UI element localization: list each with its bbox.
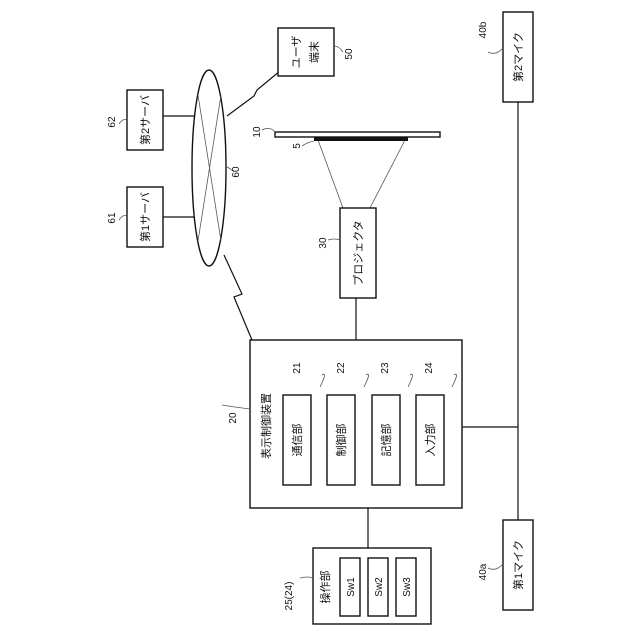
server1-label: 第1サーバ	[138, 192, 152, 242]
mic2-label: 第2マイク	[511, 32, 525, 82]
ref30-leader	[328, 239, 340, 240]
mic2-ref: 40b	[478, 21, 489, 38]
server2-label: 第2サーバ	[138, 95, 152, 145]
screen-ref: 10	[252, 126, 263, 138]
ref40b-leader	[488, 48, 503, 53]
sw3-label: Sw3	[402, 577, 413, 597]
user-terminal-label-line1: ユーザ	[290, 36, 303, 69]
projection-beam-right	[370, 140, 405, 208]
screen	[275, 132, 440, 137]
user-terminal-box	[278, 28, 334, 76]
ref10-leader	[262, 128, 275, 132]
ref5-leader	[302, 141, 314, 146]
projection-image	[314, 137, 408, 141]
ref20-leader	[222, 405, 250, 409]
control-unit-ref: 22	[336, 362, 347, 374]
ref40a-leader	[488, 564, 503, 569]
ref25-leader	[300, 577, 313, 578]
display-control-ref: 20	[228, 412, 239, 424]
ref50-leader	[334, 46, 343, 52]
mic1-ref: 40a	[478, 563, 489, 580]
comm-unit-ref: 21	[292, 362, 303, 374]
comm-unit-label: 通信部	[290, 424, 304, 457]
network-to-display-wireless-line	[224, 255, 252, 340]
sw1-label: Sw1	[346, 577, 357, 597]
user-terminal-label-line2: 端末	[307, 41, 321, 63]
sw2-label: Sw2	[374, 577, 385, 597]
server1-ref: 61	[107, 212, 118, 224]
network-to-terminal-wireless-line	[227, 66, 286, 116]
mic1-label: 第1マイク	[511, 540, 525, 590]
projection-beam-left	[318, 140, 343, 208]
operation-unit-label: 操作部	[318, 571, 332, 604]
projector-label: プロジェクタ	[352, 220, 365, 286]
control-unit-label: 制御部	[334, 424, 348, 457]
input-unit-ref: 24	[424, 362, 435, 374]
ref62-leader	[119, 120, 127, 125]
server2-ref: 62	[107, 116, 118, 128]
network-ref: 60	[231, 166, 242, 178]
network-ellipse	[192, 70, 226, 266]
projector-ref: 30	[318, 237, 329, 249]
display-control-label: 表示制御装置	[259, 393, 273, 459]
ref61-leader	[119, 216, 127, 221]
projection-image-ref: 5	[292, 143, 303, 149]
storage-unit-ref: 23	[380, 362, 391, 374]
storage-unit-label: 記憶部	[379, 424, 393, 457]
operation-unit-ref: 25(24)	[284, 582, 295, 611]
user-terminal-ref: 50	[344, 48, 355, 60]
input-unit-label: 入力部	[423, 424, 437, 457]
